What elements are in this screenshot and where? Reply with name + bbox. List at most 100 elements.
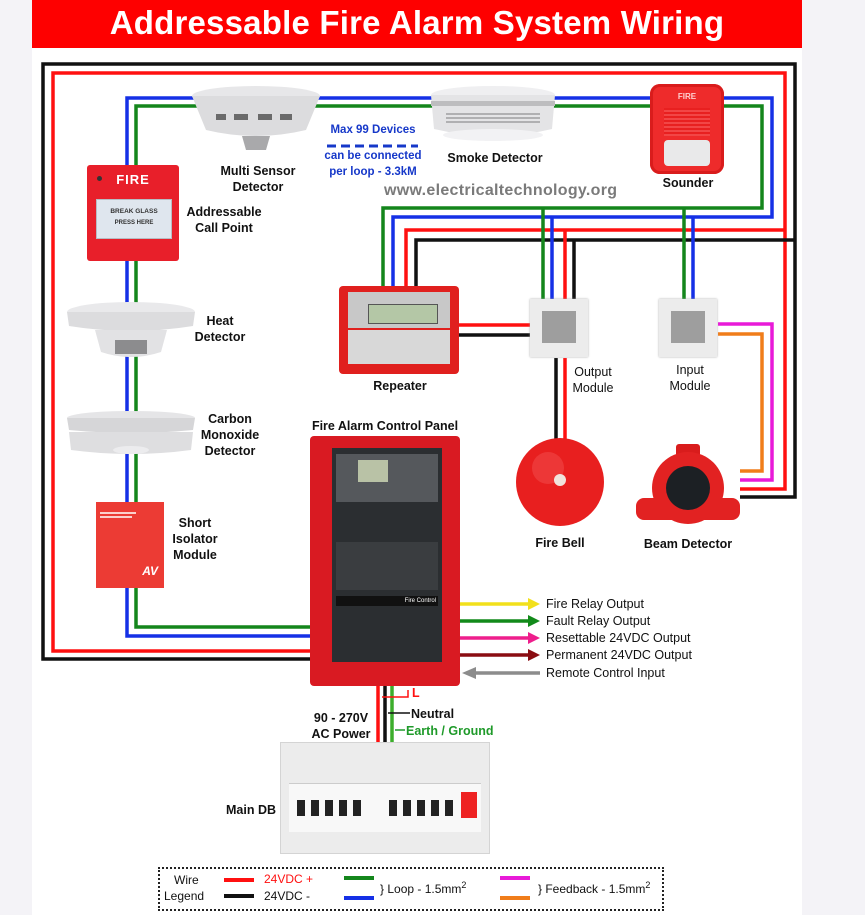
main-db-label: Main DB <box>226 803 276 817</box>
input-module-label: Input Module <box>665 362 715 394</box>
output-module-label-line2: Module <box>572 381 614 395</box>
legend-24vdc-pos: 24VDC + <box>264 872 314 886</box>
output-permanent-24vdc: Permanent 24VDC Output <box>546 648 692 662</box>
multi-sensor-label-line1: Multi Sensor <box>220 164 296 178</box>
arrowhead-remote-input <box>462 667 476 679</box>
arrowhead-permanent <box>528 649 540 661</box>
smoke-detector-icon <box>431 86 555 141</box>
legend-magenta-line <box>500 876 530 880</box>
call-point-fire-badge: FIRE <box>116 172 150 187</box>
control-panel-label: Fire Alarm Control Panel <box>311 419 459 433</box>
isolator-text-stripe-1 <box>100 512 136 514</box>
arrowhead-resettable <box>528 632 540 644</box>
legend-orange-line <box>500 896 530 900</box>
note-line2: can be connected <box>324 150 422 162</box>
wire-24vdc-pos-outer <box>51 71 787 653</box>
fire-bell-icon <box>516 438 604 526</box>
note-line3: per loop - 3.3kM <box>329 166 417 178</box>
title-bar: Addressable Fire Alarm System Wiring <box>32 0 802 48</box>
legend-green-line <box>344 876 374 880</box>
input-module-icon <box>659 299 717 357</box>
multi-sensor-detector-icon <box>192 86 320 150</box>
isolator-label-line1: Short <box>178 516 212 530</box>
control-panel-window: Fire Control <box>332 448 442 662</box>
isolator-label-line3: Module <box>173 548 217 562</box>
sounder-icon: FIRE <box>650 84 724 174</box>
co-detector-label-line1: Carbon <box>208 412 252 426</box>
legend-black-line <box>224 894 254 898</box>
legend-loop-text: } Loop - 1.5mm <box>380 882 462 896</box>
isolator-text-stripe-2 <box>100 516 132 518</box>
sounder-label: Sounder <box>662 176 714 190</box>
isolator-label-line2: Isolator <box>172 532 218 546</box>
legend-loop-sup: 2 <box>461 880 467 890</box>
output-fire-relay: Fire Relay Output <box>546 597 644 611</box>
beam-detector-icon <box>636 444 740 524</box>
ac-power-voltage: 90 - 270V <box>313 711 369 725</box>
control-panel-icon: Fire Control <box>310 436 460 686</box>
multi-sensor-label: Multi Sensor Detector <box>213 163 303 195</box>
wire-loop-blue <box>125 96 774 638</box>
legend-title-line1: Wire <box>174 873 199 887</box>
call-point-glass: BREAK GLASS PRESS HERE <box>96 199 172 239</box>
co-detector-icon <box>67 411 195 454</box>
fire-bell-label: Fire Bell <box>535 536 585 550</box>
main-db-isolator-switch <box>461 792 477 818</box>
control-panel-lcd <box>358 460 388 482</box>
legend-24vdc-neg: 24VDC - <box>264 889 311 903</box>
repeater-icon <box>339 286 459 374</box>
neutral-label: Neutral <box>411 707 455 721</box>
arrowhead-fire-relay <box>528 598 540 610</box>
legend-title-line2: Legend <box>164 889 205 903</box>
control-panel-strip: Fire Control <box>336 596 438 606</box>
wire-feedback-magenta <box>718 322 774 482</box>
heat-detector-label-line2: Detector <box>194 330 246 344</box>
co-detector-label-line2: Monoxide <box>200 428 260 442</box>
main-db-breakers <box>289 783 481 832</box>
sounder-fire-badge: FIRE <box>677 92 697 101</box>
live-label: L <box>412 686 420 700</box>
repeater-keypad <box>348 330 450 364</box>
co-detector-label-line3: Detector <box>204 444 256 458</box>
earth-label: Earth / Ground <box>406 724 494 738</box>
beam-detector-label: Beam Detector <box>643 537 733 551</box>
ac-power-label: 90 - 270V AC Power <box>306 710 376 742</box>
output-fault-relay: Fault Relay Output <box>546 614 651 628</box>
heat-detector-label: Heat Detector <box>190 313 250 345</box>
output-resettable-24vdc: Resettable 24VDC Output <box>546 631 691 645</box>
ac-power-text: AC Power <box>311 727 371 741</box>
sounder-strobe <box>664 140 710 166</box>
call-point-glass-text1: BREAK GLASS <box>110 208 158 215</box>
call-point-led <box>97 176 102 181</box>
output-module-face <box>542 311 576 343</box>
call-point-icon: FIRE BREAK GLASS PRESS HERE <box>87 165 179 261</box>
heat-detector-icon <box>67 302 195 357</box>
wire-feedback-orange <box>718 332 764 473</box>
sounder-grille <box>664 108 710 136</box>
legend-feedback: } Feedback - 1.5mm2 <box>538 880 650 896</box>
control-panel-modules <box>336 542 438 590</box>
legend-feedback-sup: 2 <box>645 880 651 890</box>
call-point-label: Addressable Call Point <box>186 204 262 236</box>
input-module-label-line1: Input <box>676 363 704 377</box>
isolator-brand-logo: AV <box>142 564 158 578</box>
call-point-label-line1: Addressable <box>186 205 262 219</box>
legend-loop: } Loop - 1.5mm2 <box>380 880 466 896</box>
main-db-mcb-row-1 <box>297 800 367 816</box>
call-point-glass-text2: PRESS HERE <box>114 220 154 226</box>
page-title: Addressable Fire Alarm System Wiring <box>109 4 725 41</box>
input-module-label-line2: Module <box>669 379 711 393</box>
control-panel-display-area <box>336 454 438 502</box>
output-module-label: Output Module <box>568 364 618 396</box>
input-remote-control: Remote Control Input <box>546 666 665 680</box>
watermark: www.electricaltechnology.org <box>384 182 618 199</box>
call-point-label-line2: Call Point <box>195 221 253 235</box>
wire-loop-green <box>134 104 764 629</box>
output-module-icon <box>530 299 588 357</box>
co-detector-label: Carbon Monoxide Detector <box>195 411 265 459</box>
input-module-face <box>671 311 705 343</box>
wire-24vdc-neg-outer <box>41 62 797 661</box>
repeater-label: Repeater <box>373 379 427 393</box>
wire-power-live-tag <box>382 690 409 698</box>
